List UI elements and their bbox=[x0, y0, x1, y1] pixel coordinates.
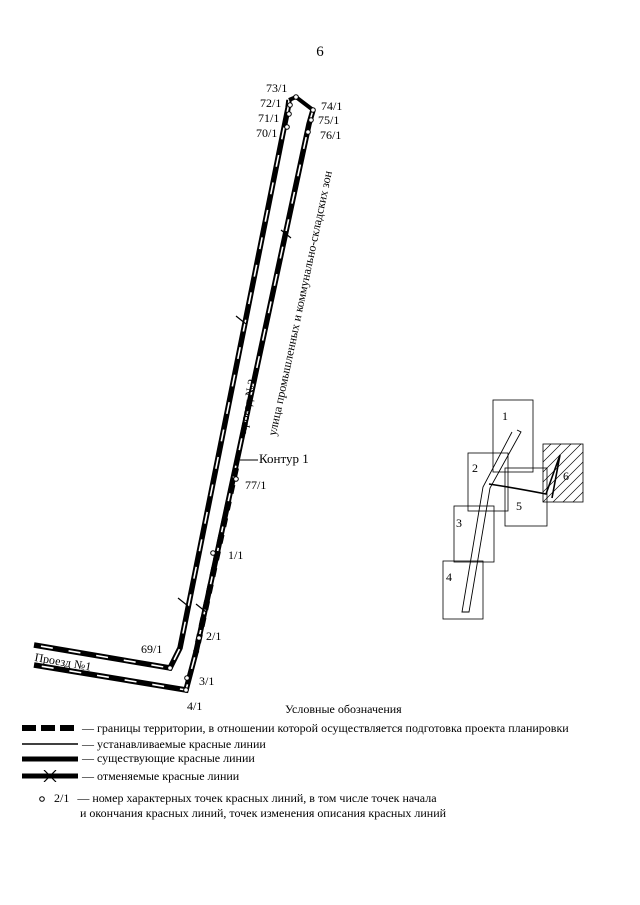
legend-text-cancelled-lines: — отменяемые красные линии bbox=[82, 769, 240, 783]
cancelled-line-icon bbox=[22, 770, 78, 782]
inset-map bbox=[442, 399, 584, 620]
inset-sheet-5: 5 bbox=[516, 499, 522, 513]
inset-sheet-3: 3 bbox=[456, 516, 462, 530]
point-label-69: 69/1 bbox=[141, 642, 163, 656]
inset-sheet-2: 2 bbox=[472, 461, 478, 475]
inset-sheet-6: 6 bbox=[563, 469, 569, 483]
dashed-boundary-icon bbox=[22, 722, 78, 734]
thick-line-icon bbox=[22, 752, 78, 764]
legend-item-cancelled-lines: — отменяемые красные линии bbox=[22, 770, 239, 782]
point-label-77: 77/1 bbox=[245, 478, 267, 492]
legend-point-sample: 2/1 bbox=[54, 791, 70, 805]
point-label-76: 76/1 bbox=[320, 128, 342, 142]
legend-item-territory: — границы территории, в отношении которо… bbox=[22, 722, 569, 734]
point-label-70: 70/1 bbox=[256, 126, 278, 140]
cancelled-marks bbox=[177, 229, 292, 613]
legend-item-existing-lines: — существующие красные линии bbox=[22, 752, 255, 764]
legend-title: Условные обозначения bbox=[285, 702, 402, 716]
point-label-72: 72/1 bbox=[260, 96, 282, 110]
legend-text-points-cont: и окончания красных линий, точек изменен… bbox=[80, 806, 447, 820]
inset-sheet-4: 4 bbox=[446, 570, 452, 584]
point-label-73: 73/1 bbox=[266, 81, 288, 95]
point-label-1: 1/1 bbox=[228, 548, 244, 562]
point-label-4: 4/1 bbox=[187, 699, 203, 713]
point-label-2: 2/1 bbox=[206, 629, 222, 643]
point-label-71: 71/1 bbox=[258, 111, 280, 125]
point-label-75: 75/1 bbox=[318, 113, 340, 127]
legend-text-territory: — границы территории, в отношении которо… bbox=[82, 721, 569, 735]
page-number: 6 bbox=[316, 44, 324, 60]
inset-sheet-1: 1 bbox=[502, 409, 508, 423]
characteristic-points bbox=[167, 94, 316, 693]
legend-text-existing-lines: — существующие красные линии bbox=[82, 751, 255, 765]
point-label-74: 74/1 bbox=[321, 99, 343, 113]
legend-text-points: — номер характерных точек красных линий,… bbox=[77, 791, 437, 805]
legend-text-new-lines: — устанавливаемые красные линии bbox=[82, 737, 266, 751]
contour-label: Контур 1 bbox=[259, 451, 309, 466]
territory-boundary bbox=[193, 467, 239, 653]
legend-item-new-lines: — устанавливаемые красные линии bbox=[22, 738, 266, 750]
legend-item-points: 2/1 — номер характерных точек красных ли… bbox=[38, 792, 437, 804]
point-label-3: 3/1 bbox=[199, 674, 215, 688]
top-connector bbox=[288, 94, 315, 112]
thin-line-icon bbox=[22, 738, 78, 750]
point-marker-icon bbox=[39, 796, 45, 802]
